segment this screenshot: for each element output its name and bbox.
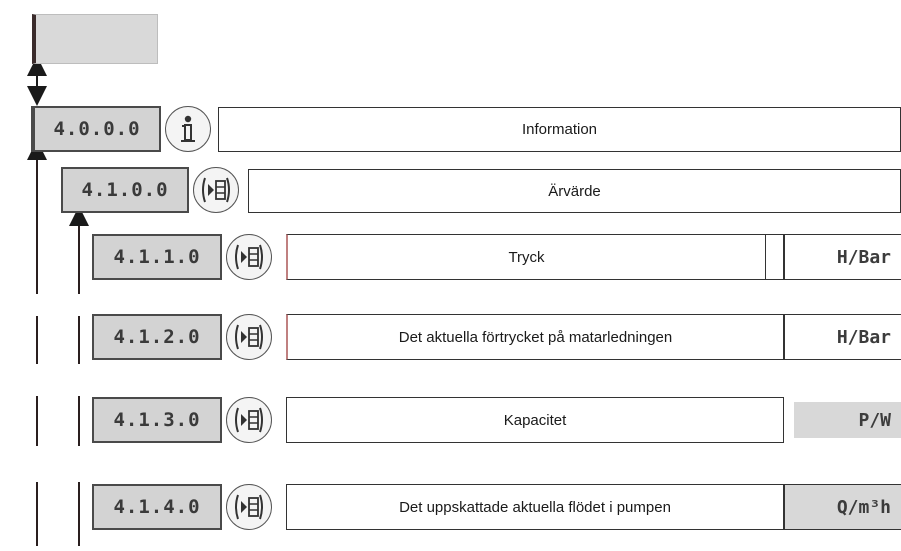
menu-title-fortryck[interactable]: Det aktuella förtrycket på matarledninge…: [286, 314, 784, 360]
submenu-icon: [226, 234, 272, 280]
unit-label-tryck: H/Bar: [784, 234, 901, 280]
submenu-icon: [193, 167, 239, 213]
menu-code-4-1-3-0: 4.1.3.0: [92, 397, 222, 443]
menu-code-4-1-1-0: 4.1.1.0: [92, 234, 222, 280]
unit-label-kapacitet: P/W: [794, 402, 901, 438]
menu-code-4-1-4-0: 4.1.4.0: [92, 484, 222, 530]
unit-label-fortryck: H/Bar: [784, 314, 901, 360]
menu-code-4-1-2-0: 4.1.2.0: [92, 314, 222, 360]
submenu-icon: [226, 484, 272, 530]
info-icon: [165, 106, 211, 152]
submenu-icon: [226, 397, 272, 443]
menu-title-information[interactable]: Information: [218, 107, 901, 152]
unit-label-flode: Q/m³h: [784, 484, 901, 530]
menu-code-4-1-0-0: 4.1.0.0: [61, 167, 189, 213]
menu-title-arvarde[interactable]: Ärvärde: [248, 169, 901, 213]
separator: [766, 234, 784, 280]
menu-code-4-0-0-0: 4.0.0.0: [31, 106, 161, 152]
parent-menu-box: [32, 14, 158, 64]
menu-title-flode[interactable]: Det uppskattade aktuella flödet i pumpen: [286, 484, 784, 530]
menu-title-kapacitet[interactable]: Kapacitet: [286, 397, 784, 443]
submenu-icon: [226, 314, 272, 360]
menu-title-tryck[interactable]: Tryck: [286, 234, 766, 280]
